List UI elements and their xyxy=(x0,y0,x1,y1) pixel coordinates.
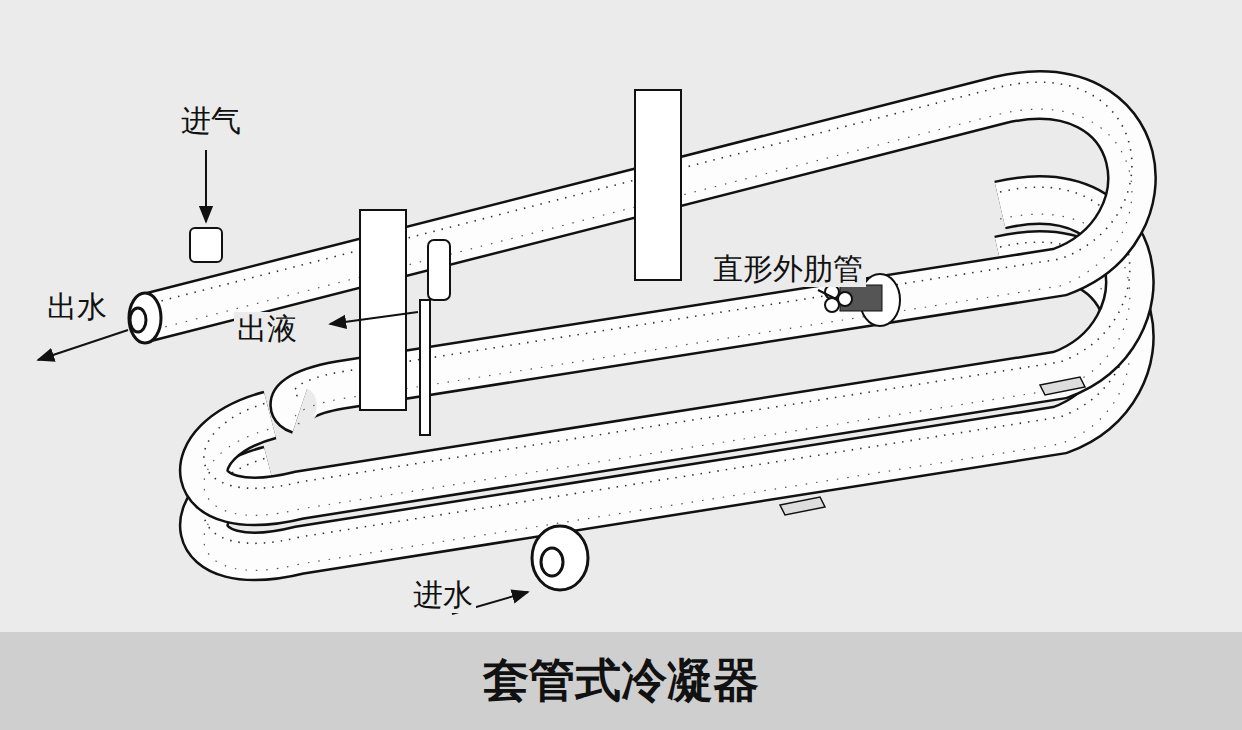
support-foot xyxy=(780,497,825,515)
end-cap xyxy=(129,293,161,343)
support-foot xyxy=(1040,377,1085,395)
support-bracket xyxy=(360,210,406,410)
end-cap xyxy=(532,526,588,590)
flow-arrow xyxy=(205,150,207,222)
support-bracket xyxy=(635,90,681,280)
leader-line xyxy=(818,290,838,300)
part-label: 进水 xyxy=(410,578,476,613)
liquid-pipe xyxy=(420,300,430,435)
caption: 套管式冷凝器 xyxy=(483,650,759,712)
pipe-texture xyxy=(145,82,1132,397)
water-nozzle xyxy=(541,548,563,576)
flow-arrow xyxy=(330,312,418,324)
gas-inlet-nut xyxy=(190,228,222,262)
part-label: 出液 xyxy=(234,312,300,347)
liquid-valve xyxy=(428,240,450,300)
water-nozzle xyxy=(130,308,146,332)
part-label: 出水 xyxy=(44,290,110,325)
part-label: 进气 xyxy=(178,104,244,139)
condenser-illustration xyxy=(0,0,1242,632)
inner-tube xyxy=(838,292,852,306)
part-label: 直形外肋管 xyxy=(710,252,866,287)
flow-arrow xyxy=(38,330,128,360)
